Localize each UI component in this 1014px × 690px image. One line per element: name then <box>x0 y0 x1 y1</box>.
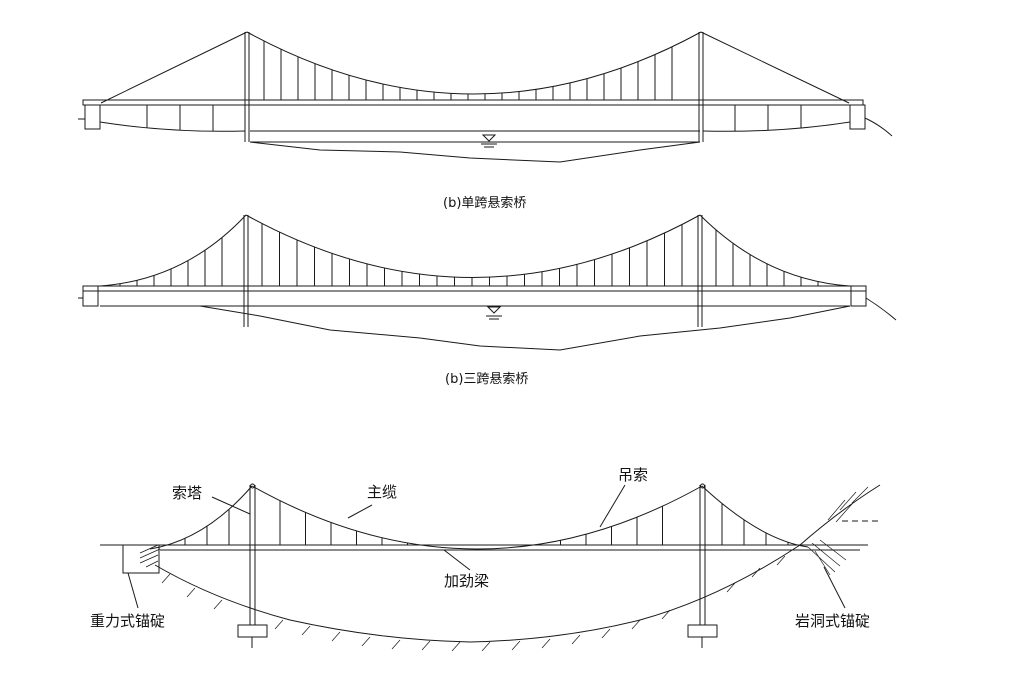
left-backstay <box>100 31 248 104</box>
ground-hatch-tick <box>213 599 223 610</box>
ground-hatch-tick <box>751 567 761 578</box>
ground-hatch-tick <box>186 587 196 598</box>
right-approach-girder <box>702 105 851 132</box>
ground-hatch-tick <box>776 555 786 566</box>
label-main-cable: 主缆 <box>367 483 397 501</box>
label-tunnel-anchorage: 岩洞式锚碇 <box>795 612 870 630</box>
left-saddle <box>250 483 255 489</box>
main-cable-leader <box>347 504 373 519</box>
ground-hatch-tick <box>631 619 641 630</box>
gravity-anchorage-leader <box>127 572 139 609</box>
left-tower-footing <box>237 624 268 638</box>
label-hanger: 吊索 <box>618 466 648 484</box>
right-side-cable <box>699 214 851 287</box>
ground-hatch-tick <box>161 573 171 584</box>
hillside-hatching <box>827 486 869 523</box>
left-side-cable <box>149 485 253 550</box>
main-cable <box>245 214 701 278</box>
ground-hatch-tick <box>661 609 671 620</box>
tunnel-anchorage <box>807 539 847 576</box>
ground-hatch-tick <box>391 639 401 650</box>
label-gravity-anchorage: 重力式锚碇 <box>90 612 165 630</box>
ground-hatch-tick <box>361 636 371 647</box>
left-abutment <box>84 104 101 130</box>
ground-hatch-tick <box>451 641 461 652</box>
hangers <box>119 223 819 286</box>
gravity-anchorage-block <box>122 544 160 574</box>
water-symbol <box>486 306 502 314</box>
right-ground <box>865 297 897 321</box>
three-span-bridge-diagram <box>78 214 897 351</box>
left-side-cable <box>99 214 247 287</box>
approach-verticals <box>146 105 802 131</box>
right-tower-footing <box>687 624 718 638</box>
ground-hatch-tick <box>331 631 341 642</box>
water-symbol <box>481 134 497 142</box>
right-abutment <box>850 285 867 307</box>
labeled-suspension-bridge-diagram <box>100 483 881 652</box>
main-cable <box>246 31 702 95</box>
ground-hatch-tick <box>571 634 581 645</box>
ground-hatching <box>161 555 786 652</box>
ground-hatch-tick <box>511 640 521 651</box>
single-span-bridge-diagram <box>78 31 893 163</box>
left-approach-girder <box>99 105 246 132</box>
ground-hatch-tick <box>274 619 284 630</box>
ground-hatch-tick <box>481 641 491 652</box>
ground-hatch-tick <box>541 638 551 649</box>
tunnel-anchorage-leader <box>823 566 846 609</box>
left-abutment <box>82 285 99 307</box>
ground-hatch-tick <box>301 625 311 636</box>
valley-ground <box>154 484 881 643</box>
deck <box>82 99 864 106</box>
right-abutment <box>849 104 866 130</box>
figure-a-caption: (b)单跨悬索桥 <box>443 196 526 211</box>
anchorage-hatching <box>139 544 161 568</box>
river-bed <box>199 305 851 351</box>
hangers <box>263 40 673 100</box>
girder-leader <box>443 549 471 571</box>
tower-leader <box>211 496 251 515</box>
right-backstay <box>700 31 850 104</box>
hangers <box>184 500 789 545</box>
label-tower: 索塔 <box>172 484 202 502</box>
ground-hatch-tick <box>726 582 736 593</box>
ground-hatch-tick <box>601 628 611 639</box>
label-stiffening-girder: 加劲梁 <box>444 572 489 590</box>
figure-b-caption: (b)三跨悬索桥 <box>445 372 528 387</box>
hanger-leader <box>599 484 626 528</box>
right-ground <box>864 117 893 137</box>
main-cable <box>251 485 703 550</box>
right-saddle <box>700 483 705 489</box>
right-side-cable <box>701 485 809 548</box>
river-bed <box>249 141 701 163</box>
ground-hatch-tick <box>421 640 431 651</box>
